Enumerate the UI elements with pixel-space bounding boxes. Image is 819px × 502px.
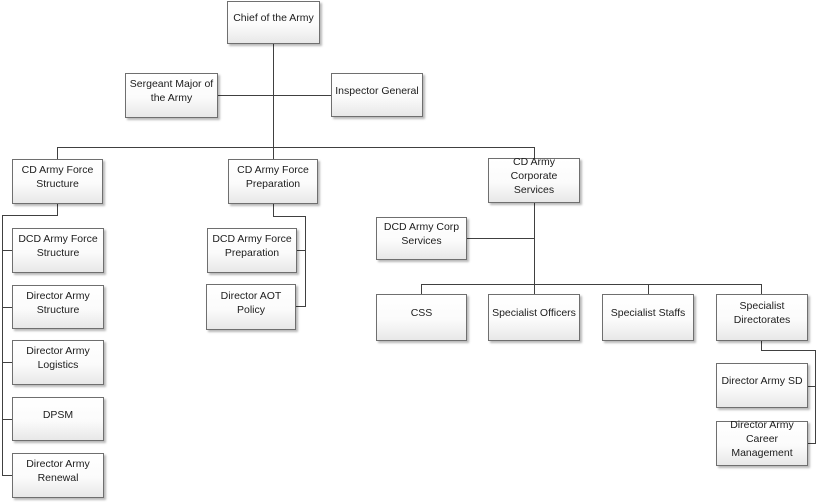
org-node-label: Director Army Career Management xyxy=(730,419,794,459)
org-node-label: Director Army SD xyxy=(721,375,803,387)
org-node-label: DCD Army Corp Services xyxy=(383,221,460,247)
org-node-director-aot-policy: Director AOT Policy xyxy=(206,284,296,330)
connector-drop-specialist-directorates xyxy=(761,284,762,294)
org-node-director-army-sd: Director Army SD xyxy=(716,363,808,408)
connector-stub-aot-policy xyxy=(296,306,306,307)
connector-main-horizontal xyxy=(57,147,535,148)
connector-stub-dir-logistics xyxy=(2,362,12,363)
connector-stub-dcd-fp xyxy=(297,250,306,251)
connector-stub-dir-renewal xyxy=(2,475,12,476)
org-node-label: CD Army Force Preparation xyxy=(237,164,309,190)
connector-stub-dcd-corp xyxy=(467,238,534,239)
connector-fs-elbow xyxy=(2,215,58,216)
org-node-label: CSS xyxy=(410,307,433,319)
org-node-specialist-directorates: Specialist Directorates xyxy=(716,294,808,341)
org-node-label: Sergeant Major of the Army xyxy=(129,78,214,104)
connector-fs-rail xyxy=(2,215,3,476)
org-node-label: Chief of the Army xyxy=(233,12,314,24)
org-node-director-army-structure: Director Army Structure xyxy=(12,285,104,329)
connector-fp-down xyxy=(273,203,274,217)
org-node-dcd-army-force-structure: DCD Army Force Structure xyxy=(12,228,104,273)
org-node-inspector-general: Inspector General xyxy=(331,73,423,117)
org-node-cd-army-force-preparation: CD Army Force Preparation xyxy=(228,159,318,204)
connector-corp-children-horizontal xyxy=(421,284,762,285)
connector-fs-down xyxy=(57,203,58,216)
connector-sd-down xyxy=(761,341,762,351)
org-node-css: CSS xyxy=(376,294,467,341)
org-node-label: Specialist Officers xyxy=(492,307,576,319)
org-node-label: Director Army Logistics xyxy=(26,345,90,371)
org-node-label: Director AOT Policy xyxy=(220,289,282,316)
org-node-label: DPSM xyxy=(42,408,74,421)
connector-stub-career-mgmt xyxy=(807,443,816,444)
org-node-label: CD Army Corporate Services xyxy=(510,156,558,196)
connector-sd-elbow xyxy=(761,350,816,351)
org-node-director-army-career-management: Director Army Career Management xyxy=(716,419,808,466)
connector-fp-elbow xyxy=(273,216,306,217)
connector-drop-specialist-staffs xyxy=(648,284,649,294)
connector-drop-corporate-services xyxy=(534,147,535,159)
connector-chief-vertical xyxy=(273,44,274,160)
org-node-dpsm: DPSM xyxy=(12,397,104,441)
connector-stub-dir-sd xyxy=(807,386,816,387)
org-node-specialist-officers: Specialist Officers xyxy=(488,294,580,341)
connector-stub-dir-structure xyxy=(2,307,12,308)
connector-drop-specialist-officers xyxy=(534,284,535,294)
connector-drop-css xyxy=(421,284,422,294)
org-node-director-army-logistics: Director Army Logistics xyxy=(12,340,104,385)
org-node-label: Director Army Structure xyxy=(26,289,90,316)
org-node-sergeant-major: Sergeant Major of the Army xyxy=(125,73,218,118)
org-node-specialist-staffs: Specialist Staffs xyxy=(602,294,694,341)
org-node-dcd-army-corp-services: DCD Army Corp Services xyxy=(376,217,467,260)
connector-fp-rail xyxy=(305,216,306,307)
org-node-dcd-army-force-preparation: DCD Army Force Preparation xyxy=(207,228,297,273)
connector-stub-dcd-fs xyxy=(2,250,12,251)
connector-sd-rail xyxy=(815,350,816,444)
org-node-cd-army-force-structure: CD Army Force Structure xyxy=(12,159,103,204)
org-node-chief-of-the-army: Chief of the Army xyxy=(227,1,320,44)
org-node-label: Specialist Staffs xyxy=(610,307,686,319)
connector-drop-force-structure xyxy=(57,147,58,160)
org-node-label: Inspector General xyxy=(335,84,419,97)
org-node-label: DCD Army Force Structure xyxy=(18,233,98,259)
org-node-cd-army-corporate-services: CD Army Corporate Services xyxy=(488,156,580,203)
org-node-director-army-renewal: Director Army Renewal xyxy=(12,453,104,498)
connector-staff-horizontal xyxy=(218,95,331,96)
connector-stub-dpsm xyxy=(2,419,12,420)
org-node-label: Specialist Directorates xyxy=(733,300,791,326)
connector-cs-down xyxy=(534,203,535,285)
org-node-label: Director Army Renewal xyxy=(26,458,90,484)
org-node-label: DCD Army Force Preparation xyxy=(212,233,292,259)
org-node-label: CD Army Force Structure xyxy=(21,164,94,190)
